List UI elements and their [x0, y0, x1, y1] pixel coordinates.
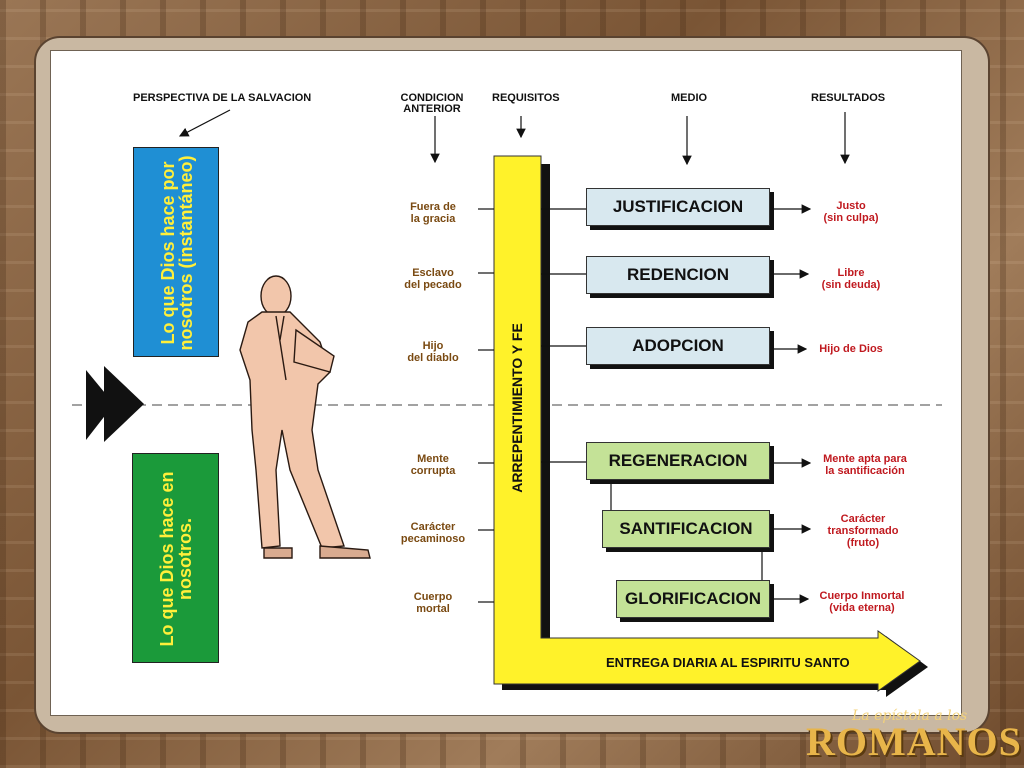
left-box-for-us-line2: nosotros (instantáneo) — [176, 155, 196, 351]
chevron-left-2 — [104, 366, 144, 442]
means-adopcion: ADOPCION — [586, 327, 770, 365]
yellow-bar — [493, 155, 921, 692]
logo-small-text: La epístola a los — [852, 708, 968, 724]
means-santificacion: SANTIFICACION — [602, 510, 770, 548]
header-means: MEDIO — [671, 92, 708, 104]
left-box-for-us: Lo que Dios hace por nosotros (instantán… — [133, 147, 219, 357]
man-figure — [239, 275, 371, 559]
left-box-in-us: Lo que Dios hace en nosotros. — [132, 453, 219, 663]
header-results: RESULTADOS — [811, 92, 886, 104]
left-box-in-us-line1: Lo que Dios hace en — [157, 471, 177, 647]
means-justificacion: JUSTIFICACION — [586, 188, 770, 226]
header-condition-line2: ANTERIOR — [403, 103, 461, 115]
header-condition: CONDICION ANTERIOR — [392, 93, 472, 115]
means-redencion: REDENCION — [586, 256, 770, 294]
left-box-in-us-line2: nosotros. — [175, 518, 195, 601]
logo-big-text: ROMANOS — [806, 719, 1022, 764]
header-condition-line1: CONDICION — [400, 92, 464, 104]
result-6: Cuerpo Inmortal(vida eterna) — [819, 590, 905, 614]
result-3: Hijo de Dios — [819, 343, 883, 355]
requirement-bar-label: ARREPENTIMIENTO Y FE — [509, 323, 525, 493]
means-regeneracion: REGENERACION — [586, 442, 770, 480]
header-perspective: PERSPECTIVA DE LA SALVACION — [133, 92, 312, 104]
result-2: Libre(sin deuda) — [821, 267, 881, 291]
chevron-left-1 — [86, 370, 114, 440]
header-requirements: REQUISITOS — [492, 92, 560, 104]
bottom-arrow-label: ENTREGA DIARIA AL ESPIRITU SANTO — [606, 655, 850, 670]
means-glorificacion: GLORIFICACION — [616, 580, 770, 618]
left-box-for-us-line1: Lo que Dios hace por — [158, 161, 178, 345]
result-1: Justo(sin culpa) — [823, 200, 879, 224]
logo: La epístola a los ROMANOS — [806, 708, 1021, 764]
header-perspective-arrow — [178, 109, 231, 137]
